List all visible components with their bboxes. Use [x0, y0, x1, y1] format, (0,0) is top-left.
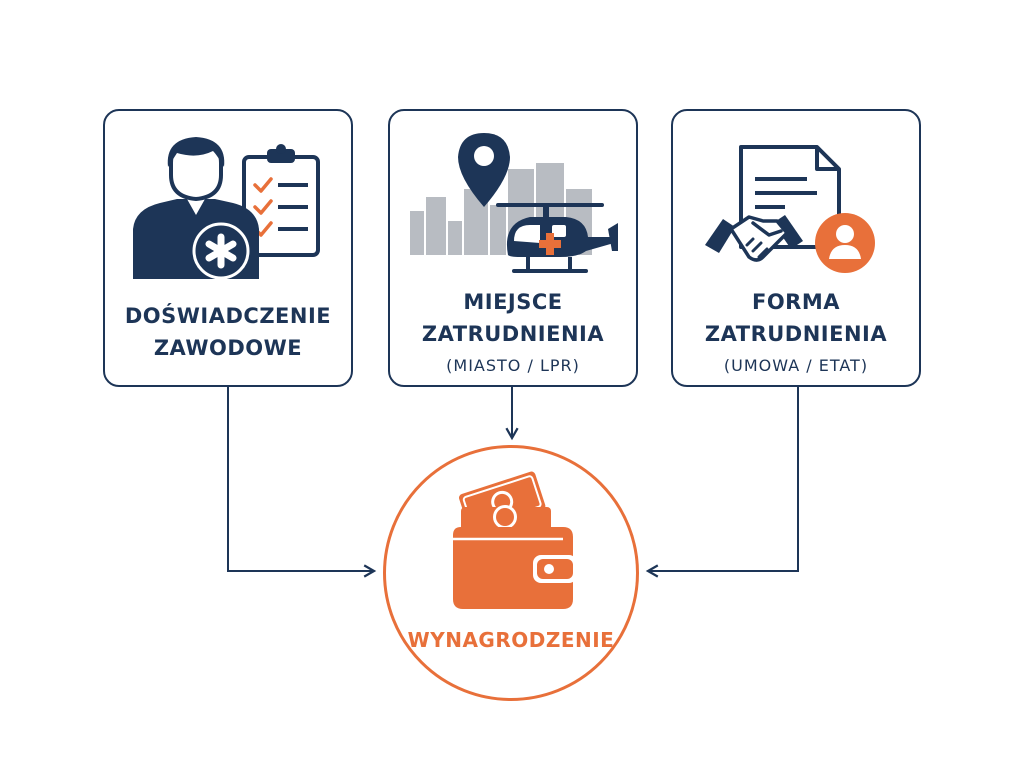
employment-label-line1: FORMA [751, 290, 841, 314]
experience-label-line2: ZAWODOWE [153, 336, 303, 360]
factor-box-experience: DOŚWIADCZENIE ZAWODOWE [103, 109, 353, 387]
result-circle-salary: WYNAGRODZENIE [383, 445, 639, 701]
location-label-line1: MIEJSCE [463, 290, 563, 314]
contract-handshake-icon [673, 111, 919, 281]
result-label: WYNAGRODZENIE [407, 628, 615, 652]
connector-employment [645, 387, 799, 578]
location-label-line2: ZATRUDNIENIA [421, 322, 605, 346]
employment-sublabel: (UMOWA / ETAT) [723, 356, 869, 375]
connector-experience [227, 387, 377, 578]
experience-label-line1: DOŚWIADCZENIE [124, 304, 332, 328]
factor-box-employment: FORMA ZATRUDNIENIA (UMOWA / ETAT) [671, 109, 921, 387]
city-helicopter-location-icon [390, 111, 636, 281]
employment-label-line2: ZATRUDNIENIA [704, 322, 888, 346]
location-sublabel: (MIASTO / LPR) [446, 356, 580, 375]
paramedic-checklist-icon [105, 111, 351, 281]
factor-box-location: MIEJSCE ZATRUDNIENIA (MIASTO / LPR) [388, 109, 638, 387]
wallet-money-icon [453, 471, 577, 609]
